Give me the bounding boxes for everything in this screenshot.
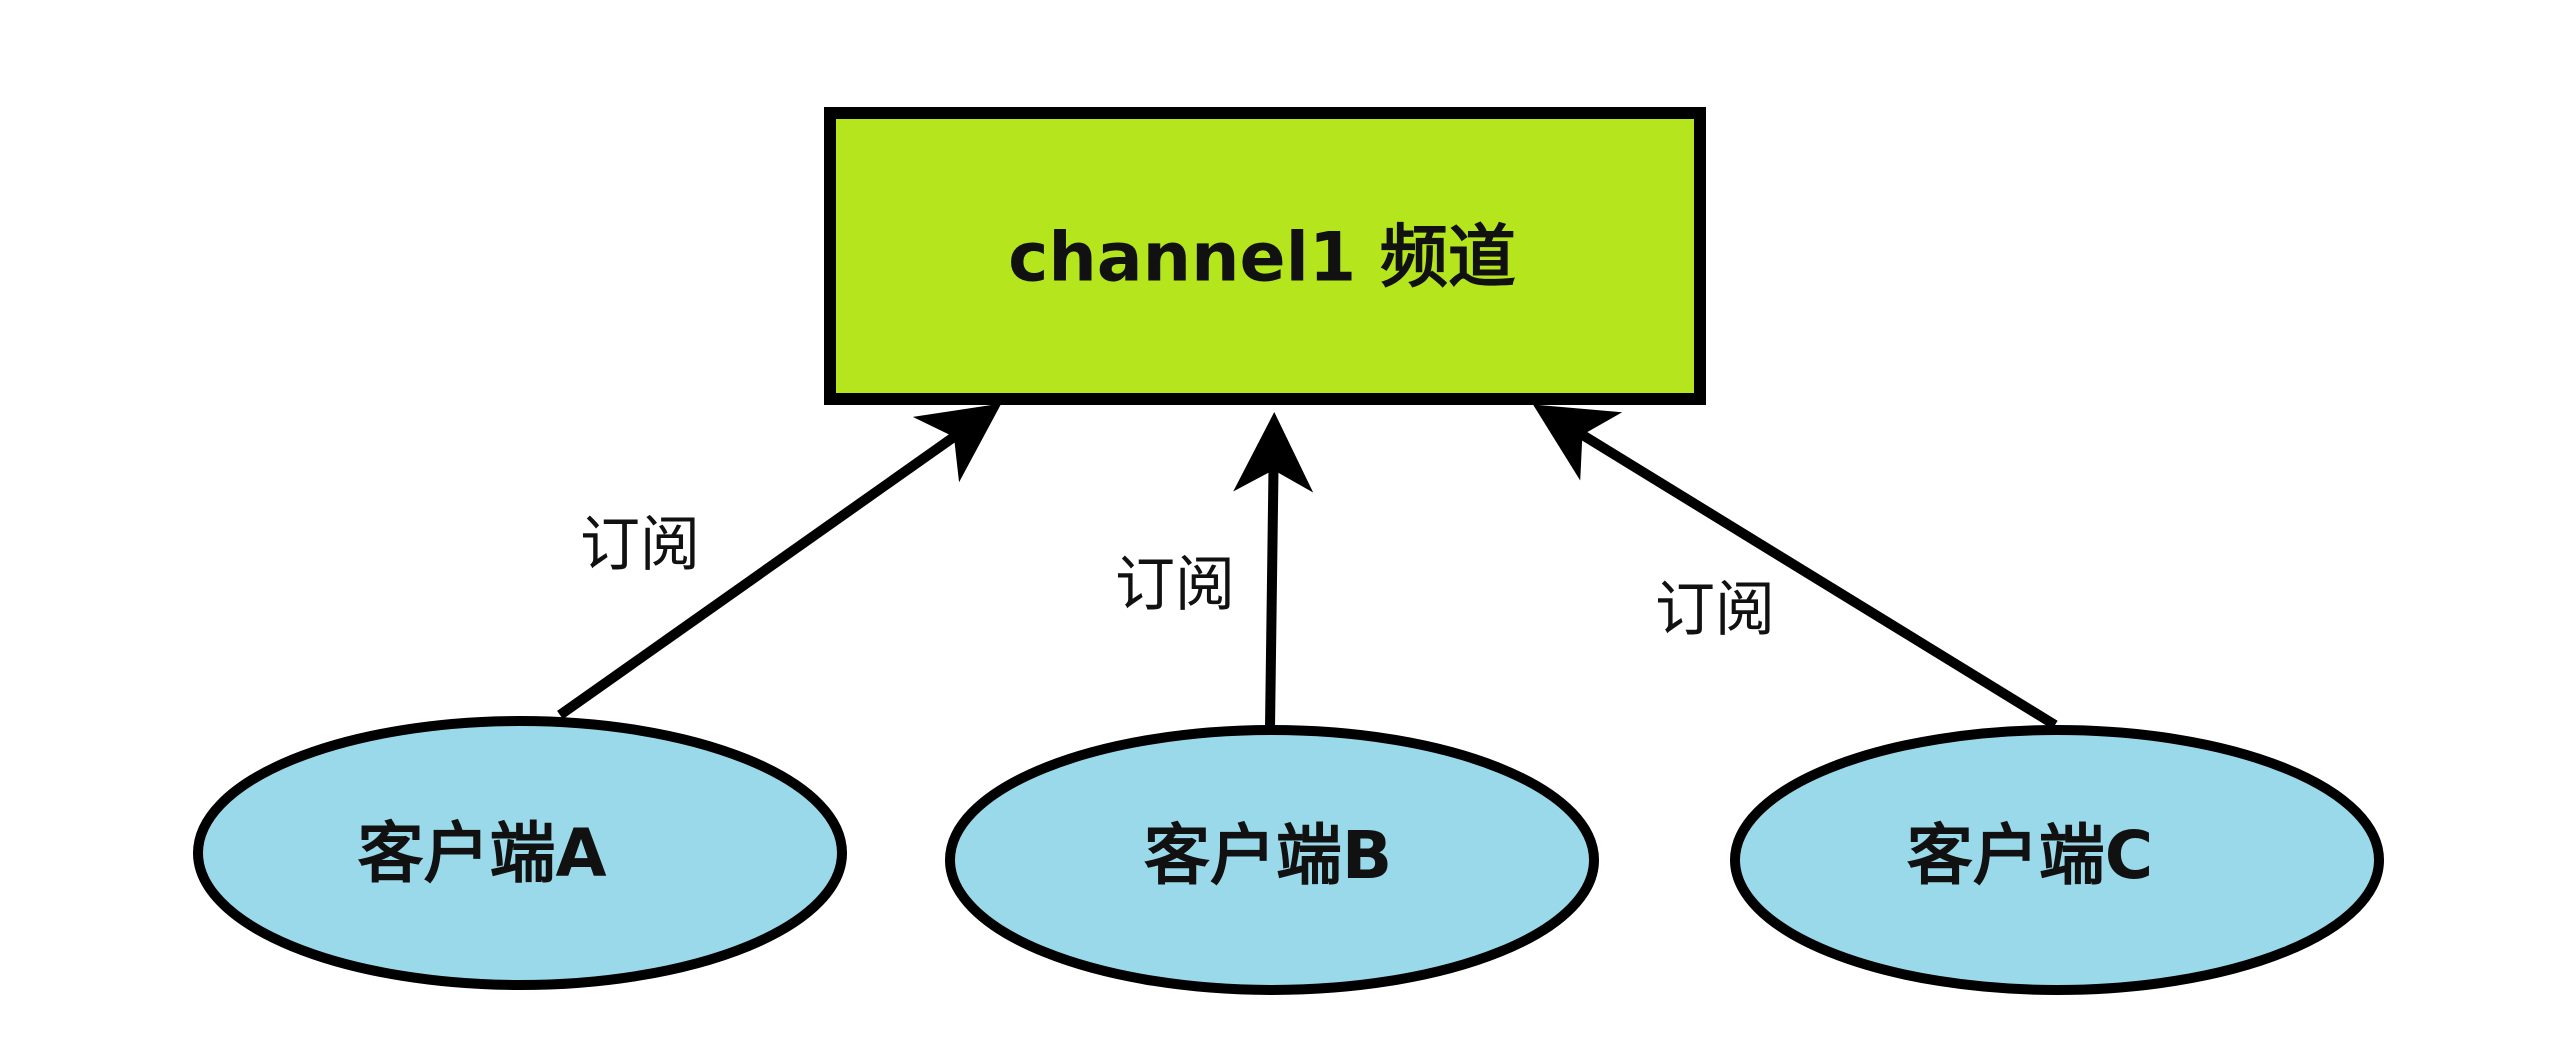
client-node-c: 客户端C	[1730, 725, 2384, 995]
channel-node: channel1 频道	[824, 107, 1706, 405]
edge-label-b: 订阅	[1115, 550, 1235, 620]
channel-label: channel1 频道	[1008, 219, 1516, 298]
subscribe-arrow-b	[1233, 412, 1314, 729]
client-label-b: 客户端B	[1144, 817, 1392, 894]
client-node-a: 客户端A	[193, 716, 847, 990]
edge-label-a: 订阅	[580, 510, 700, 580]
subscribe-arrow-c	[1532, 404, 2058, 730]
client-label-a: 客户端A	[357, 815, 606, 892]
edge-label-c: 订阅	[1655, 575, 1775, 645]
subscribe-arrow-a	[557, 403, 1002, 720]
client-node-b: 客户端B	[945, 725, 1599, 995]
client-ellipse-a	[193, 716, 847, 990]
channel-box	[824, 107, 1706, 405]
client-label-c: 客户端C	[1907, 817, 2153, 894]
client-ellipse-b	[945, 725, 1599, 995]
client-ellipse-c	[1730, 725, 2384, 995]
